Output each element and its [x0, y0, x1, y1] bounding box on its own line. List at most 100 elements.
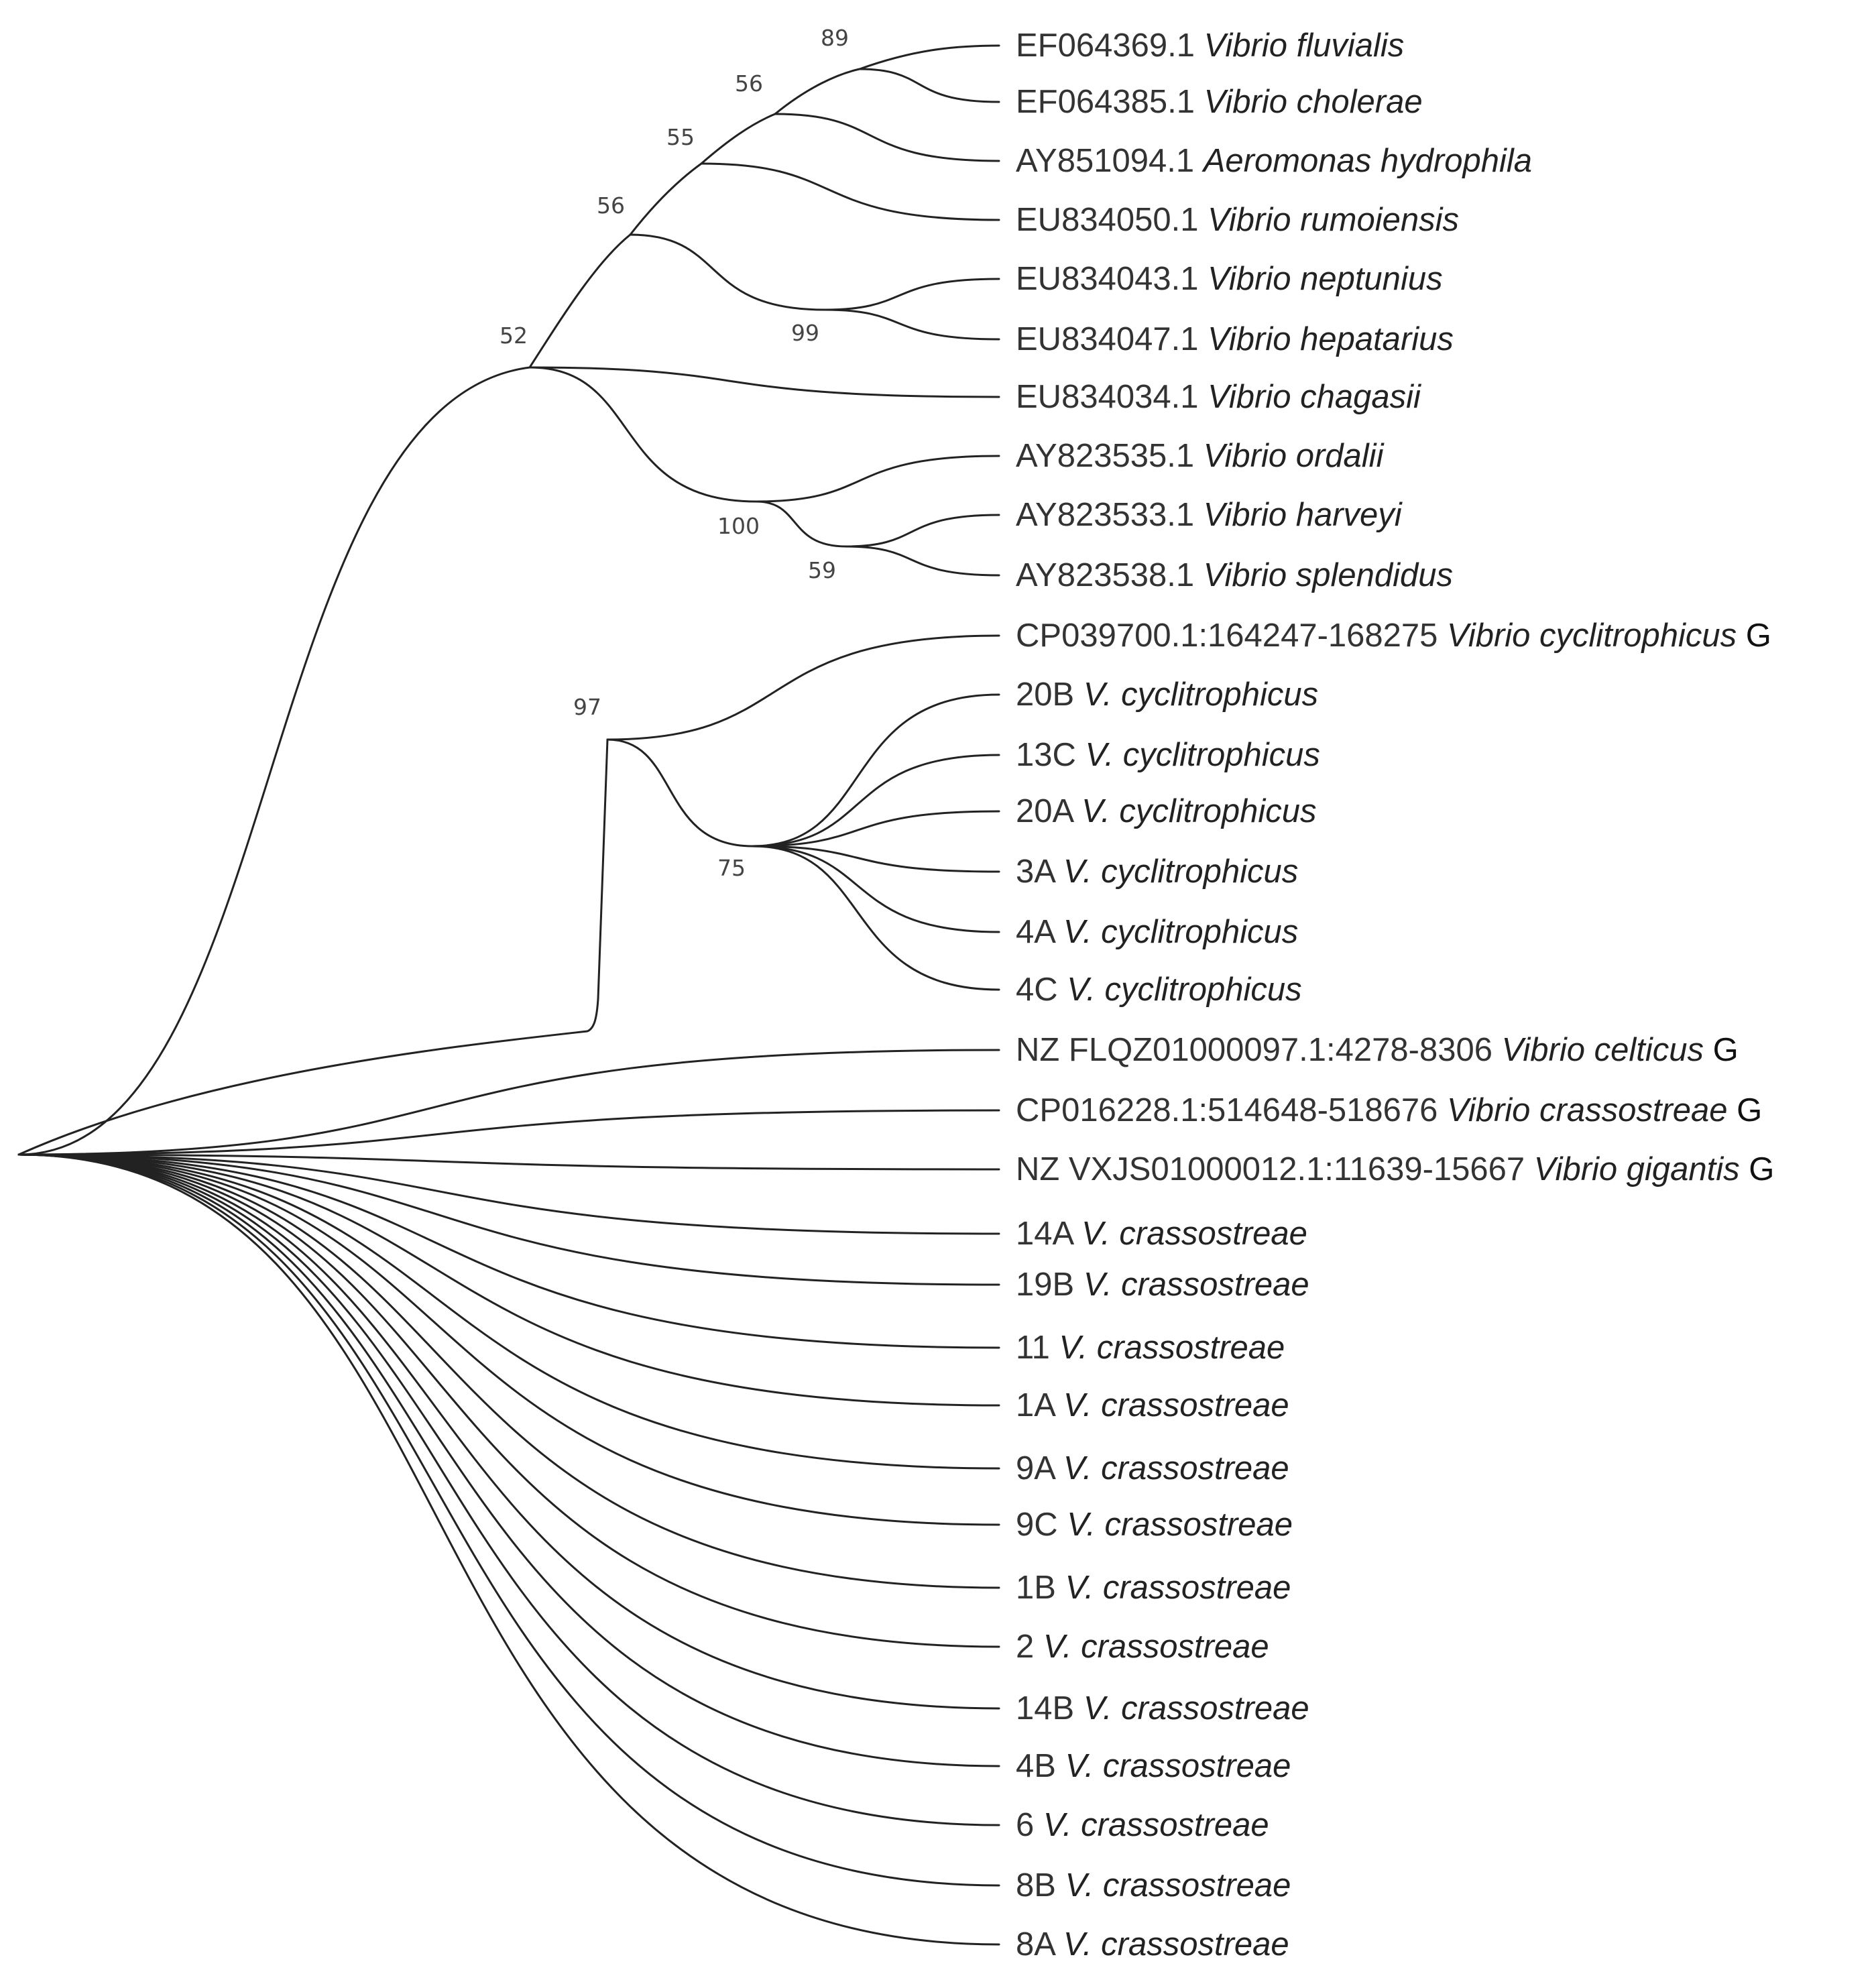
bootstrap-n56b: 56: [597, 192, 625, 219]
tip-label-t29: 14B V. crassostreae: [1016, 1690, 1309, 1727]
tip-label-t8: AY823535.1 Vibrio ordalii: [1016, 438, 1385, 474]
tip-accession: EU834034.1: [1016, 379, 1208, 415]
branch-n99-t5: [823, 278, 1000, 311]
branch-n75-t13: [751, 754, 1000, 848]
tip-accession: 20A: [1016, 793, 1081, 829]
tip-mark: G: [1740, 1151, 1775, 1187]
branch-n56a-t3: [774, 113, 1000, 162]
branch-nfan-n97: [17, 738, 609, 1156]
bootstrap-n99: 99: [791, 320, 819, 346]
branch-nfan-t28: [17, 1153, 1000, 1648]
tip-species: V. cyclitrophicus: [1063, 914, 1298, 950]
tip-accession: EU834043.1: [1016, 261, 1208, 297]
tip-label-t7: EU834034.1 Vibrio chagasii: [1016, 379, 1421, 415]
tip-species: Vibrio rumoiensis: [1208, 202, 1459, 238]
bootstrap-n52: 52: [500, 323, 528, 349]
branch-n56a-n89: [774, 68, 861, 115]
branch-n75-t17: [751, 845, 1000, 991]
tip-label-t25: 9A V. crassostreae: [1016, 1450, 1289, 1486]
tip-label-t16: 4A V. cyclitrophicus: [1016, 914, 1298, 950]
tip-species: Vibrio harveyi: [1204, 497, 1403, 533]
tip-species: V. cyclitrophicus: [1083, 677, 1318, 713]
tip-species: V. crassostreae: [1059, 1330, 1285, 1366]
bootstrap-n89: 89: [821, 25, 849, 51]
tip-species: Vibrio hepatarius: [1208, 321, 1454, 357]
bootstrap-n97: 97: [573, 694, 601, 720]
tip-label-t26: 9C V. crassostreae: [1016, 1507, 1293, 1543]
branch-nfan-t26: [17, 1153, 1000, 1526]
bootstrap-n75: 75: [717, 855, 746, 881]
bootstrap-n59: 59: [808, 557, 836, 583]
bootstrap-n56a: 56: [735, 70, 763, 97]
tip-species: Aeromonas hydrophila: [1201, 143, 1532, 179]
tip-label-t5: EU834043.1 Vibrio neptunius: [1016, 261, 1443, 297]
tip-label-t24: 1A V. crassostreae: [1016, 1387, 1289, 1423]
tip-label-t32: 8B V. crassostreae: [1016, 1867, 1291, 1904]
branch-nfan-t21: [17, 1153, 1000, 1235]
bootstrap-n55: 55: [666, 124, 695, 150]
branch-nfan-t27: [17, 1153, 1000, 1589]
tip-species: V. crassostreae: [1065, 1570, 1291, 1606]
tip-species: V. crassostreae: [1063, 1387, 1289, 1423]
branch-nfan-t23: [17, 1153, 1000, 1349]
tip-species: V. cyclitrophicus: [1063, 854, 1298, 890]
tip-mark: G: [1704, 1032, 1739, 1068]
tip-label-t14: 20A V. cyclitrophicus: [1016, 793, 1316, 829]
branch-n97-n75: [606, 738, 754, 848]
tip-accession: 19B: [1016, 1267, 1083, 1303]
branch-nfan-t18: [17, 1049, 1000, 1156]
tip-species: Vibrio cholerae: [1204, 84, 1423, 120]
tip-accession: EF064385.1: [1016, 84, 1204, 120]
tip-label-t10: AY823538.1 Vibrio splendidus: [1016, 557, 1453, 593]
tip-species: V. crassostreae: [1063, 1926, 1289, 1963]
tip-species: V. cyclitrophicus: [1067, 972, 1301, 1008]
tip-label-t30: 4B V. crassostreae: [1016, 1748, 1291, 1784]
tip-label-t11: CP039700.1:164247-168275 Vibrio cyclitro…: [1016, 618, 1771, 654]
tip-accession: 14B: [1016, 1690, 1083, 1727]
branch-nfan-t31: [17, 1153, 1000, 1826]
tip-accession: 2: [1016, 1629, 1043, 1665]
branch-n100-t8: [755, 455, 1000, 503]
tip-label-t12: 20B V. cyclitrophicus: [1016, 677, 1318, 713]
tip-accession: 1A: [1016, 1387, 1063, 1423]
tip-accession: 4A: [1016, 914, 1063, 950]
tip-label-t19: CP016228.1:514648-518676 Vibrio crassost…: [1016, 1092, 1762, 1128]
tip-label-t22: 19B V. crassostreae: [1016, 1267, 1309, 1303]
tip-label-t21: 14A V. crassostreae: [1016, 1216, 1307, 1252]
branch-nfan-t19: [17, 1109, 1000, 1156]
tip-species: Vibrio cyclitrophicus: [1447, 618, 1737, 654]
tip-accession: AY823535.1: [1016, 438, 1204, 474]
tip-label-t6: EU834047.1 Vibrio hepatarius: [1016, 321, 1454, 357]
branch-nfan-t32: [17, 1153, 1000, 1887]
tip-accession: EF064369.1: [1016, 27, 1204, 64]
tip-label-t9: AY823533.1 Vibrio harveyi: [1016, 497, 1403, 533]
branch-n75-t14: [751, 810, 1000, 848]
tip-species: Vibrio chagasii: [1208, 379, 1421, 415]
tip-mark: G: [1737, 618, 1771, 654]
tip-label-t15: 3A V. cyclitrophicus: [1016, 854, 1298, 890]
tip-accession: EU834050.1: [1016, 202, 1208, 238]
tip-accession: 8B: [1016, 1867, 1065, 1904]
tip-label-t3: AY851094.1 Aeromonas hydrophila: [1016, 143, 1532, 179]
tip-species: V. crassostreae: [1065, 1867, 1291, 1904]
tip-label-t31: 6 V. crassostreae: [1016, 1807, 1269, 1843]
branch-n56b-n55: [629, 162, 703, 236]
tip-accession: NZ VXJS01000012.1:11639-15667: [1016, 1151, 1534, 1187]
tip-label-t28: 2 V. crassostreae: [1016, 1629, 1269, 1665]
branch-n55-t4: [700, 162, 1000, 221]
tip-accession: NZ FLQZ01000097.1:4278-8306: [1016, 1032, 1502, 1068]
tip-accession: 9C: [1016, 1507, 1067, 1543]
tip-accession: AY823538.1: [1016, 557, 1204, 593]
branch-nfan-t24: [17, 1153, 1000, 1407]
bootstrap-n100: 100: [717, 513, 760, 539]
tip-accession: 11: [1016, 1330, 1059, 1366]
tip-species: V. cyclitrophicus: [1081, 793, 1316, 829]
branch-n52-t7: [528, 366, 1000, 398]
tip-label-t23: 11 V. crassostreae: [1016, 1330, 1285, 1366]
tip-accession: 20B: [1016, 677, 1083, 713]
tip-accession: EU834047.1: [1016, 321, 1208, 357]
tip-accession: AY823533.1: [1016, 497, 1204, 533]
tip-accession: 4C: [1016, 972, 1067, 1008]
